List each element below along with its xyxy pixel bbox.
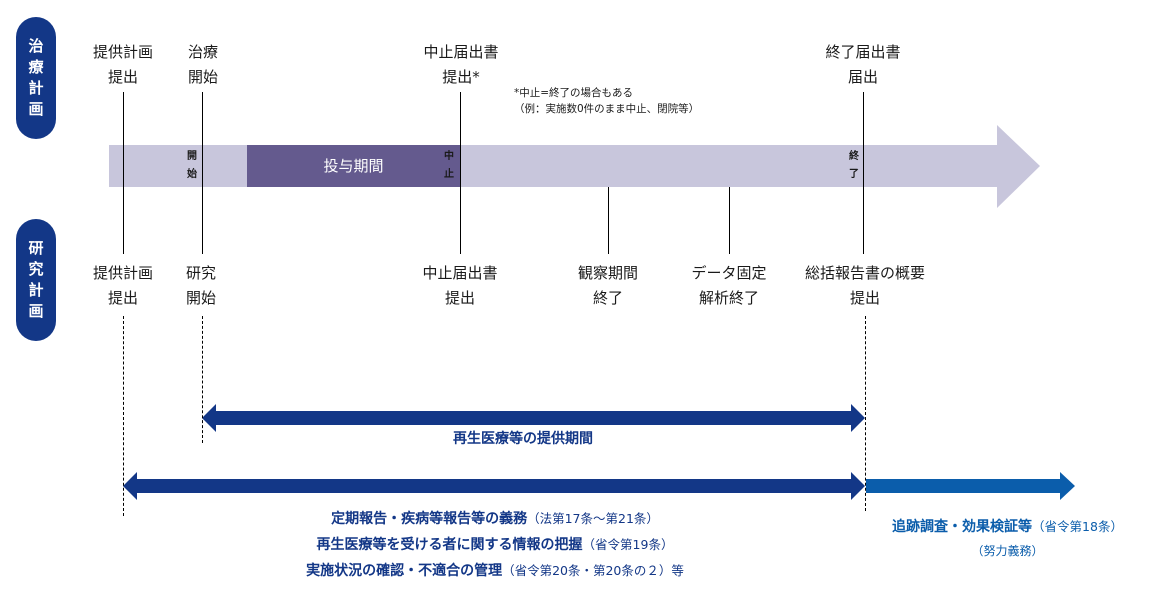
obligation-paren: （省令第19条） xyxy=(582,537,674,552)
obligation-paren: （法第17条～第21条） xyxy=(527,511,659,526)
end-mark: 終 了 xyxy=(847,148,861,184)
provision-period-arrow xyxy=(202,404,865,432)
obligation-line: 再生医療等を受ける者に関する情報の把握（省令第19条） xyxy=(150,532,840,558)
obligations-text: 定期報告・疾病等報告等の義務（法第17条～第21条） 再生医療等を受ける者に関す… xyxy=(150,506,840,584)
data-lock-line xyxy=(729,187,730,254)
treatment-plan-submit-label: 提供計画 提出 xyxy=(93,40,153,90)
label-line: 治療 xyxy=(187,43,219,61)
pill-char: 画 xyxy=(28,302,44,320)
obligations-arrow xyxy=(123,472,865,500)
label-line: 中止届出書 xyxy=(422,264,498,282)
label-line: 届出 xyxy=(847,68,879,86)
label-line: 終了 xyxy=(592,289,624,307)
label-line: 提出 xyxy=(444,289,476,307)
label-line: 提供計画 xyxy=(92,264,154,282)
treatment-stop-notice-label: 中止届出書 提出* xyxy=(423,40,498,90)
data-lock-label: データ固定 解析終了 xyxy=(691,261,766,311)
pill-char: 計 xyxy=(28,79,44,97)
follow-up-sub: （努力義務） xyxy=(971,544,1044,558)
mark-char: 開 xyxy=(187,151,197,162)
obligation-main: 実施状況の確認・不適合の管理 xyxy=(306,563,503,579)
note-line: *中止=終了の場合もある xyxy=(514,87,634,99)
label-line: 提出* xyxy=(442,68,480,86)
observation-end-label: 観察期間 終了 xyxy=(578,261,638,311)
summary-dashed-line xyxy=(865,316,866,511)
pill-char: 治 xyxy=(28,37,44,55)
label-line: 提出 xyxy=(107,68,139,86)
plan-submit-line xyxy=(123,92,124,254)
note-line: （例：実施数0件のまま中止、閉院等） xyxy=(514,103,700,115)
pill-char: 画 xyxy=(28,100,44,118)
administration-period-label: 投与期間 xyxy=(323,157,384,175)
pill-char: 研 xyxy=(28,239,44,257)
pill-char: 療 xyxy=(28,58,44,76)
treatment-end-notice-label: 終了届出書 届出 xyxy=(825,40,900,90)
end-line xyxy=(863,92,864,254)
label-line: 開始 xyxy=(187,68,219,86)
label-line: データ固定 xyxy=(691,264,767,282)
follow-up-line: 追跡調査・効果検証等（省令第18条） xyxy=(860,515,1155,539)
follow-up-arrow xyxy=(866,472,1075,500)
follow-up-main: 追跡調査・効果検証等 xyxy=(892,519,1033,535)
stop-note: *中止=終了の場合もある （例：実施数0件のまま中止、閉院等） xyxy=(514,85,699,117)
label-line: 総括報告書の概要 xyxy=(804,264,926,282)
summary-report-label: 総括報告書の概要 提出 xyxy=(805,261,925,311)
obligation-paren: （省令第20条・第20条の２） xyxy=(502,563,672,578)
mark-char: 了 xyxy=(849,169,859,180)
follow-up-paren: （省令第18条） xyxy=(1032,519,1123,534)
label-line: 提供計画 xyxy=(92,43,154,61)
mark-char: 終 xyxy=(849,151,859,162)
mark-char: 中 xyxy=(444,151,454,162)
label-line: 解析終了 xyxy=(698,289,760,307)
research-start-label: 研究 開始 xyxy=(186,261,216,311)
research-stop-notice-label: 中止届出書 提出 xyxy=(422,261,497,311)
label-line: 観察期間 xyxy=(577,264,639,282)
obligation-line: 実施状況の確認・不適合の管理（省令第20条・第20条の２）等 xyxy=(150,558,840,584)
follow-up-text: 追跡調査・効果検証等（省令第18条） （努力義務） xyxy=(860,515,1155,563)
research-plan-label: 研 究 計 画 xyxy=(16,219,56,341)
obligation-suffix: 等 xyxy=(671,563,684,578)
label-line: 終了届出書 xyxy=(825,43,901,61)
label-line: 開始 xyxy=(185,289,217,307)
treatment-start-label: 治療 開始 xyxy=(188,40,218,90)
provision-period-label: 再生医療等の提供期間 xyxy=(453,431,593,447)
treatment-plan-label: 治 療 計 画 xyxy=(16,17,56,139)
label-line: 中止届出書 xyxy=(423,43,499,61)
mark-char: 止 xyxy=(444,169,454,180)
label-line: 提出 xyxy=(107,289,139,307)
administration-period-bar xyxy=(247,145,460,187)
pill-char: 計 xyxy=(28,281,44,299)
research-plan-submit-label: 提供計画 提出 xyxy=(93,261,153,311)
plan-submit-dashed-line xyxy=(123,316,124,516)
label-line: 研究 xyxy=(185,264,217,282)
pill-char: 究 xyxy=(28,260,44,278)
start-dashed-line xyxy=(202,316,203,443)
observation-end-line xyxy=(608,187,609,254)
start-mark: 開 始 xyxy=(185,148,199,184)
obligation-main: 定期報告・疾病等報告等の義務 xyxy=(331,511,528,527)
obligation-main: 再生医療等を受ける者に関する情報の把握 xyxy=(316,537,583,553)
stop-mark: 中 止 xyxy=(442,148,456,184)
stop-line xyxy=(460,92,461,254)
label-line: 提出 xyxy=(849,289,881,307)
obligation-line: 定期報告・疾病等報告等の義務（法第17条～第21条） xyxy=(150,506,840,532)
start-line xyxy=(202,92,203,254)
mark-char: 始 xyxy=(187,169,197,180)
